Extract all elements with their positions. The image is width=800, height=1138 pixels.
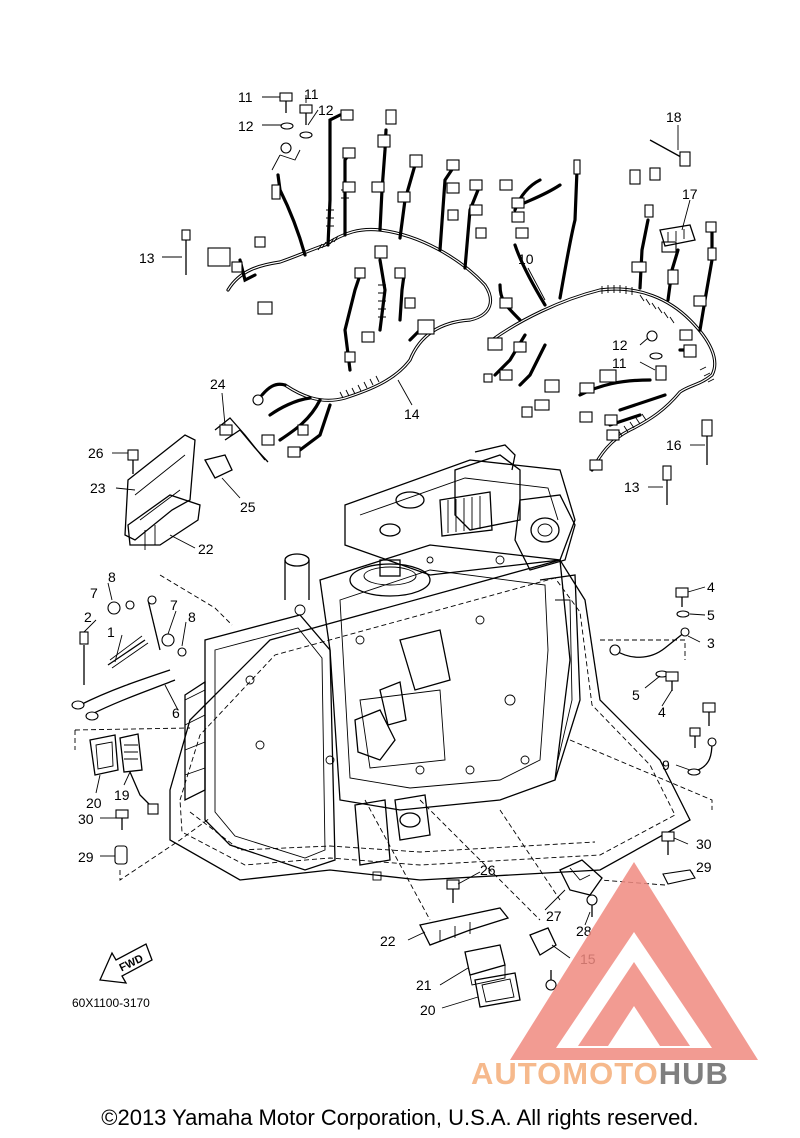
watermark-wordmark: AUTOMOTOHUB bbox=[471, 1056, 729, 1092]
callout-4b: 4 bbox=[658, 704, 666, 720]
callout-9: 9 bbox=[662, 757, 670, 773]
callout-22a: 22 bbox=[198, 541, 214, 557]
watermark-word-2: HUB bbox=[658, 1056, 729, 1091]
callout-6: 6 bbox=[172, 705, 180, 721]
leader-lines bbox=[83, 95, 706, 1009]
callout-7a: 7 bbox=[90, 585, 98, 601]
callout-20a: 20 bbox=[86, 795, 102, 811]
callout-4a: 4 bbox=[707, 579, 715, 595]
callout-13b: 13 bbox=[624, 479, 640, 495]
callout-12c: 12 bbox=[612, 337, 628, 353]
fwd-arrow bbox=[99, 943, 153, 984]
callout-29a: 29 bbox=[78, 849, 94, 865]
callout-30b: 30 bbox=[696, 836, 712, 852]
callout-10: 10 bbox=[518, 251, 534, 267]
callout-22b: 22 bbox=[380, 933, 396, 949]
wire-harness-10 bbox=[483, 159, 717, 472]
callout-13a: 13 bbox=[139, 250, 155, 266]
callout-29b: 29 bbox=[696, 859, 712, 875]
callout-11c: 11 bbox=[612, 355, 627, 371]
engine-block bbox=[169, 444, 691, 881]
callout-27: 27 bbox=[546, 908, 562, 924]
figure-code: 60X1100-3170 bbox=[72, 996, 150, 1010]
callout-11a: 11 bbox=[238, 89, 253, 105]
small-parts bbox=[71, 92, 717, 1008]
callout-26b: 26 bbox=[480, 862, 496, 878]
callout-19: 19 bbox=[114, 787, 130, 803]
callout-30a: 30 bbox=[78, 811, 94, 827]
callout-8a: 8 bbox=[108, 569, 116, 585]
callout-26a: 26 bbox=[88, 445, 104, 461]
callout-18: 18 bbox=[666, 109, 682, 125]
callout-17: 17 bbox=[682, 186, 698, 202]
callout-16: 16 bbox=[666, 437, 682, 453]
wire-harness-14 bbox=[207, 109, 493, 458]
callout-24: 24 bbox=[210, 376, 226, 392]
callout-2: 2 bbox=[84, 609, 92, 625]
callout-7b: 7 bbox=[170, 597, 178, 613]
callout-5b: 5 bbox=[632, 687, 640, 703]
callout-labels: 11 11 12 12 13 18 17 10 12 11 14 24 26 2… bbox=[72, 86, 715, 1018]
watermark-word-1: AUTOMOTO bbox=[471, 1056, 659, 1091]
callout-12a: 12 bbox=[238, 118, 254, 134]
callout-20b: 20 bbox=[420, 1002, 436, 1018]
callout-14: 14 bbox=[404, 406, 420, 422]
callout-25: 25 bbox=[240, 499, 256, 515]
callout-21: 21 bbox=[416, 977, 432, 993]
callout-23: 23 bbox=[90, 480, 106, 496]
copyright-notice: ©2013 Yamaha Motor Corporation, U.S.A. A… bbox=[101, 1105, 699, 1130]
callout-11b: 11 bbox=[304, 86, 319, 102]
callout-5a: 5 bbox=[707, 607, 715, 623]
callout-1: 1 bbox=[107, 624, 115, 640]
callout-3: 3 bbox=[707, 635, 715, 651]
callout-12b: 12 bbox=[318, 102, 334, 118]
callout-28: 28 bbox=[576, 923, 592, 939]
watermark-logo bbox=[510, 862, 758, 1060]
callout-8b: 8 bbox=[188, 609, 196, 625]
